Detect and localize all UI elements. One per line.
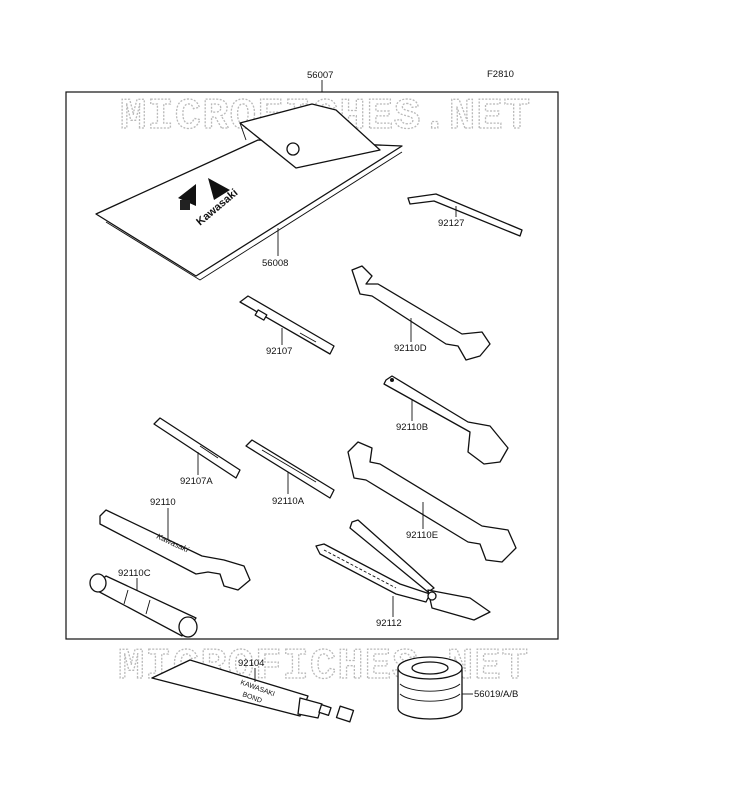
label-92110[interactable]: 92110: [150, 497, 176, 508]
label-92107a[interactable]: 92107A: [180, 476, 213, 487]
screwdriver-92110a[interactable]: [245, 439, 335, 499]
label-92127[interactable]: 92127: [438, 218, 464, 229]
label-56019[interactable]: 56019/A/B: [474, 689, 518, 700]
wrench-92110d[interactable]: [351, 265, 491, 361]
label-56007[interactable]: 56007: [307, 70, 333, 81]
grease-tube[interactable]: KAWASAKI BOND: [151, 659, 355, 723]
handle-92107a[interactable]: [153, 417, 241, 479]
label-92110a[interactable]: 92110A: [272, 496, 305, 507]
wrench-92110e[interactable]: [347, 441, 517, 563]
label-92110c[interactable]: 92110C: [118, 568, 151, 579]
label-92110e[interactable]: 92110E: [406, 530, 438, 541]
label-56008[interactable]: 56008: [262, 258, 288, 269]
tool-pouch[interactable]: Kawasaki: [95, 103, 403, 281]
hook-wrench[interactable]: [383, 375, 509, 465]
kit-frame: [65, 91, 559, 640]
label-92110d[interactable]: 92110D: [394, 343, 427, 354]
pliers[interactable]: [315, 519, 491, 621]
label-92110b[interactable]: 92110B: [396, 422, 428, 433]
label-92104[interactable]: 92104: [238, 658, 264, 669]
hex-key[interactable]: [407, 193, 523, 237]
label-92107[interactable]: 92107: [266, 346, 292, 357]
plug-wrench-handle[interactable]: [239, 295, 335, 355]
figure-code: F2810: [487, 69, 514, 80]
filter-cartridge[interactable]: [397, 656, 463, 720]
spark-plug-socket[interactable]: [89, 573, 198, 638]
label-92112[interactable]: 92112: [376, 618, 402, 629]
